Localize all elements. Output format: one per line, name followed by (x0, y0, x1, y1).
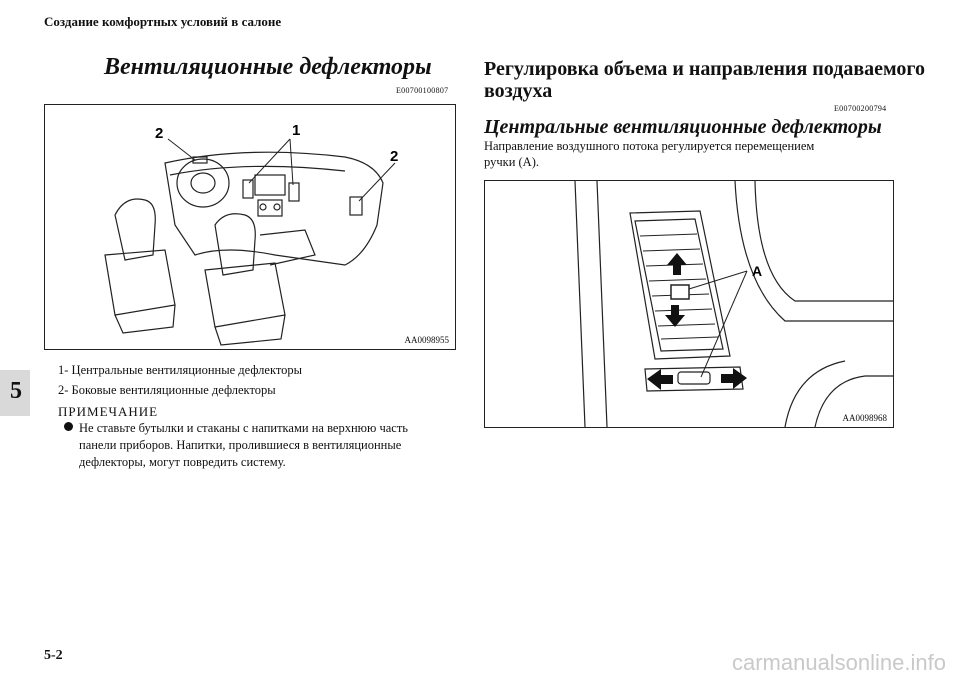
right-section-code: E00700200794 (834, 104, 887, 113)
right-section-title: Регулировка объема и направления подавае… (484, 58, 925, 102)
dashboard-illustration: 1 2 2 (104, 122, 398, 346)
vent-figure: A AA0098968 (484, 180, 894, 428)
left-figure-code: AA0098955 (404, 335, 450, 345)
note-line: Не ставьте бутылки и стаканы с напитками… (64, 420, 408, 437)
note-line: дефлекторы, могут повредить систему. (79, 455, 286, 469)
dashboard-figure: 1 2 2 AA0098955 (44, 104, 456, 350)
vent-illustration: A (574, 181, 893, 427)
left-section-title: Вентиляционные дефлекторы (104, 54, 432, 80)
right-subtitle: Центральные вентиляционные дефлекторы (484, 116, 882, 138)
right-figure-code: AA0098968 (842, 413, 888, 423)
note-line: панели приборов. Напитки, пролившиеся в … (79, 438, 402, 452)
note-title: ПРИМЕЧАНИЕ (58, 404, 159, 419)
watermark: carmanualsonline.info (731, 650, 946, 675)
callout-a: A (752, 263, 762, 279)
page-number: 5-2 (44, 648, 63, 663)
running-header: Создание комфортных условий в салоне (44, 14, 282, 29)
callout-2-left: 2 (155, 125, 163, 142)
bullet-icon (64, 422, 73, 431)
callout-2-right: 2 (390, 148, 398, 165)
right-body: Направление воздушного потока регулирует… (484, 139, 815, 169)
legend-item: 2- Боковые вентиляционные дефлекторы (58, 383, 276, 397)
callout-1: 1 (292, 122, 300, 139)
legend-item: 1- Центральные вентиляционные дефлекторы (58, 363, 303, 377)
chapter-tab: 5 (0, 370, 30, 416)
note-body: Не ставьте бутылки и стаканы с напитками… (64, 420, 408, 471)
left-section-code: E00700100807 (396, 86, 449, 95)
chapter-number: 5 (10, 378, 22, 404)
figure-legend: 1- Центральные вентиляционные дефлекторы… (58, 360, 302, 400)
